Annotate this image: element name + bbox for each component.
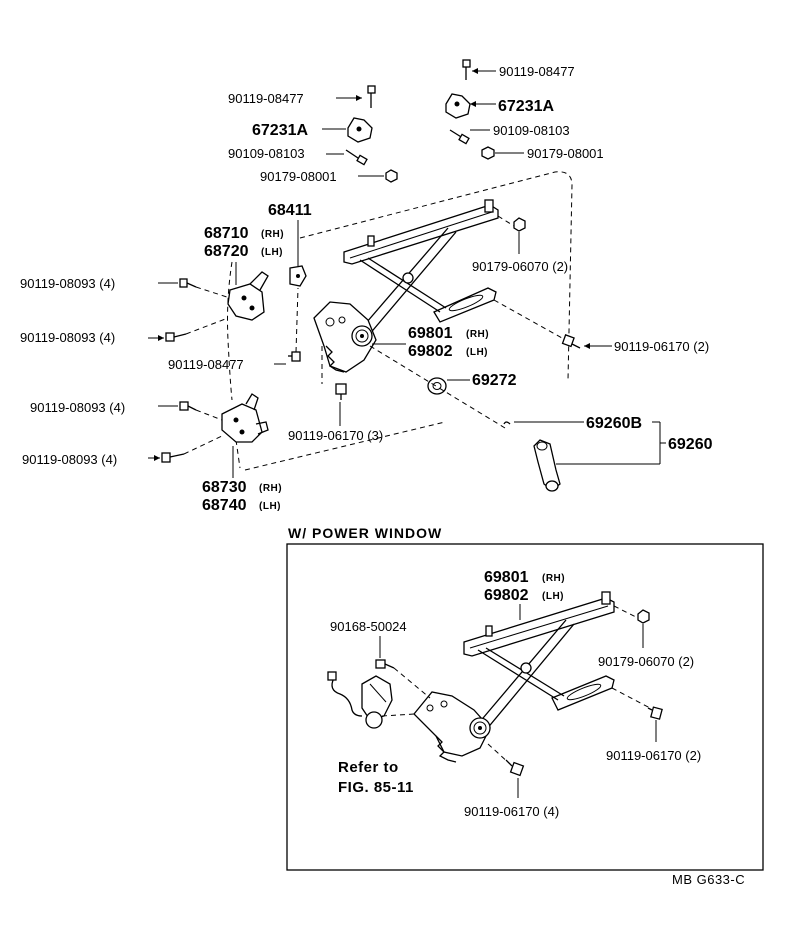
label-bolt-top-right: 90119-08477 [499,64,575,79]
pw-regulator [413,591,615,763]
bolt-mid [274,287,301,365]
label-nut-top-left: 90179-08001 [260,169,337,184]
side-hinge-lower-lh: (LH) [259,501,281,512]
bolt-top-left [336,85,376,108]
pw-refer-line1: Refer to [338,759,399,776]
handle-clip [503,421,511,425]
label-bolt-hinge-u2: 90119-08093 (4) [20,330,115,345]
label-pw-screw: 90168-50024 [330,619,407,634]
bolt-hinge-u2 [148,317,229,342]
window-handle [533,439,561,492]
pw-nut [637,609,650,648]
label-nut-regulator: 90179-06070 (2) [472,259,568,274]
label-screw-top-right: 90109-08103 [493,123,570,138]
door-outline [227,171,573,471]
side-regulator-rh: (RH) [466,329,489,340]
label-screw-top-left: 90109-08103 [228,146,305,161]
label-bracket-top-left: 67231A [252,122,308,139]
pw-frame [286,543,764,871]
label-regulator-rh: 69801 [408,325,453,342]
side-pw-regulator-rh: (RH) [542,573,565,584]
leader-regulator-nut [497,215,515,227]
label-hinge-lower-rh: 68730 [202,479,247,496]
side-hinge-upper-rh: (RH) [261,229,284,240]
label-pw-bolt-bottom: 90119-06170 (4) [464,804,559,819]
bolt-regulator-bottom [335,383,347,426]
side-pw-regulator-lh: (LH) [542,591,564,602]
label-regulator-lh: 69802 [408,343,453,360]
side-hinge-upper-lh: (LH) [261,247,283,258]
window-regulator [313,199,499,373]
label-bolt-hinge-u1: 90119-08093 (4) [20,276,115,291]
screw-top-right [449,129,490,145]
label-nut-top-right: 90179-08001 [527,146,604,161]
bolt-hinge-l2 [148,435,223,463]
bolt-regulator-right [561,334,612,349]
nut-regulator [513,217,526,254]
washer [427,377,470,395]
side-hinge-lower-rh: (RH) [259,483,282,494]
label-bolt-regulator-bottom: 90119-06170 (3) [288,428,383,443]
bolt-hinge-u1 [158,278,231,299]
bolt-hinge-l1 [158,401,223,421]
guide-68411 [289,265,307,287]
nut-top-right [481,146,524,160]
side-regulator-lh: (LH) [466,347,488,358]
leader-regulator-bolt [493,299,563,339]
label-pw-bolt-right: 90119-06170 (2) [606,748,701,763]
leader-pw-bolt-right [611,687,651,709]
bolt-top-right [462,59,496,80]
label-pw-regulator-lh: 69802 [484,587,529,604]
label-bolt-top-left: 90119-08477 [228,91,304,106]
hinge-upper [227,271,269,321]
pw-motor [327,671,415,729]
bracket-top-left [322,117,373,143]
label-washer: 69272 [472,372,517,389]
pw-screw [375,659,431,699]
label-guide-68411: 68411 [268,202,312,219]
label-hinge-upper-lh: 68720 [204,243,249,260]
drawing-code: MB G633-C [672,872,745,887]
label-handle: 69260 [668,436,713,453]
hinge-lower [221,393,269,443]
bracket-top-right [445,93,496,119]
nut-top-left [358,169,398,183]
label-bolt-hinge-l2: 90119-08093 (4) [22,452,117,467]
label-bracket-top-right: 67231A [498,98,554,115]
pw-header: W/ POWER WINDOW [288,525,442,541]
leader-pw-nut [613,605,639,619]
label-hinge-lower-lh: 68740 [202,497,247,514]
pw-refer-line2: FIG. 85-11 [338,779,414,796]
screw-top-left [326,149,368,166]
label-handle-sub: 69260B [586,415,642,432]
label-bolt-regulator-right: 90119-06170 (2) [614,339,709,354]
label-hinge-upper-rh: 68710 [204,225,249,242]
leader-pw-bolt-bottom-dash [487,743,511,765]
label-pw-nut: 90179-06070 (2) [598,654,694,669]
label-pw-regulator-rh: 69801 [484,569,529,586]
bracket-handle [556,421,666,465]
pw-bolt-bottom [505,759,525,798]
label-bolt-mid: 90119-08477 [168,357,244,372]
label-bolt-hinge-l1: 90119-08093 (4) [30,400,125,415]
pw-bolt-right [647,706,663,742]
